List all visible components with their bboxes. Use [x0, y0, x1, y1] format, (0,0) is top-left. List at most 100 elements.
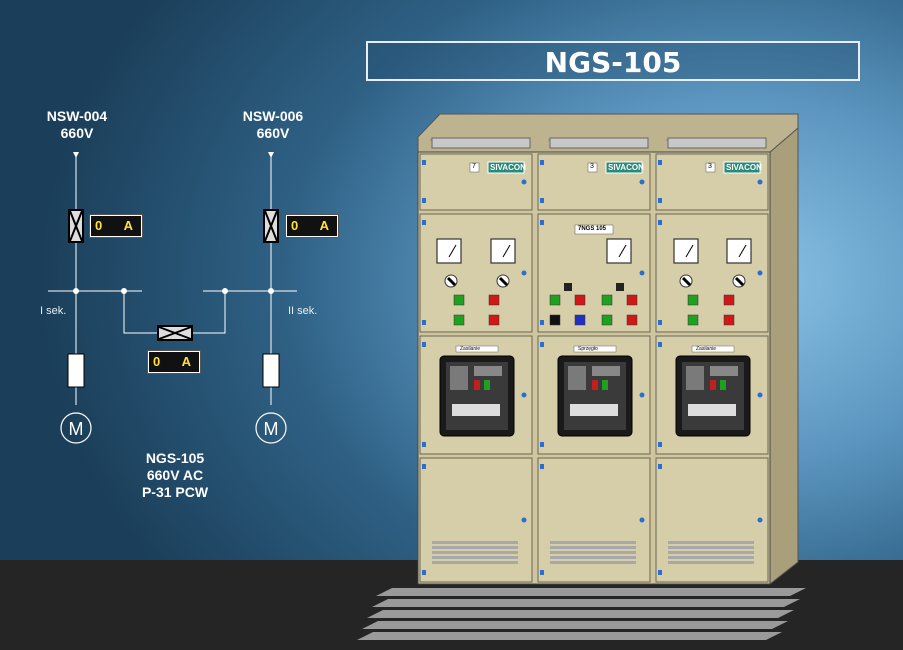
hinge-marker	[422, 570, 426, 575]
indicator-lamp-icon	[549, 314, 561, 326]
breaker-display	[592, 366, 620, 376]
meter-needle	[685, 244, 694, 258]
vent-slot	[432, 556, 518, 559]
door-lock-icon[interactable]	[639, 179, 645, 185]
hinge-marker	[658, 198, 662, 203]
coupler-current-meter: 0 A	[147, 350, 201, 374]
feeder2-voltage: 660V	[256, 125, 290, 141]
analog-meter-icon	[606, 238, 632, 264]
indicator-lamp-icon	[574, 314, 586, 326]
hinge-marker	[540, 198, 544, 203]
breaker-on-button[interactable]	[602, 380, 608, 390]
vent-slot	[668, 551, 754, 554]
coupler-breaker-icon[interactable]	[157, 325, 193, 341]
motor2-label: M	[264, 419, 279, 439]
vent-slot	[432, 541, 518, 544]
feeder1-breaker-icon[interactable]	[68, 209, 84, 243]
indicator-lamp-icon	[488, 294, 500, 306]
breaker-handle[interactable]	[688, 404, 736, 416]
feeder2-label: NSW-006 660V	[230, 108, 316, 142]
center-name-plate	[574, 224, 614, 235]
hinge-marker	[540, 160, 544, 165]
meter-needle	[448, 244, 457, 258]
hinge-marker	[422, 320, 426, 325]
column-number: 7	[472, 163, 476, 170]
cabinet-door-panel[interactable]	[537, 213, 651, 333]
board-info-line1: NGS-105	[145, 450, 205, 466]
board-info-line3: P-31 PCW	[141, 484, 209, 500]
feeder1-label: NSW-004 660V	[34, 108, 120, 142]
switch-handle	[498, 276, 509, 287]
analog-meter-icon	[673, 238, 699, 264]
door-lock-icon[interactable]	[639, 517, 645, 523]
meter-value: 0	[153, 354, 161, 369]
hinge-marker	[658, 320, 662, 325]
meter-value: 0	[291, 218, 299, 233]
breaker-trip-unit	[450, 366, 468, 390]
door-lock-icon[interactable]	[757, 179, 763, 185]
door-lock-icon[interactable]	[521, 179, 527, 185]
hinge-marker	[540, 342, 544, 347]
pushbutton-icon[interactable]	[564, 283, 572, 291]
door-lock-icon[interactable]	[521, 270, 527, 276]
hinge-marker	[422, 442, 426, 447]
feeder2-breaker-icon[interactable]	[263, 209, 279, 243]
door-lock-icon[interactable]	[521, 392, 527, 398]
breaker-trip-unit	[568, 366, 586, 390]
motor2-icon[interactable]	[255, 412, 287, 444]
indicator-lamp-icon	[488, 314, 500, 326]
pushbutton-icon[interactable]	[616, 283, 624, 291]
breaker-off-button[interactable]	[710, 380, 716, 390]
breaker-display	[710, 366, 738, 376]
analog-meter-icon	[436, 238, 462, 264]
vent-slot	[550, 551, 636, 554]
switch-handle	[734, 276, 745, 287]
door-lock-icon[interactable]	[757, 517, 763, 523]
breaker-label: Sprzęgło	[578, 346, 598, 352]
indicator-lamp-icon	[687, 294, 699, 306]
breaker-on-button[interactable]	[484, 380, 490, 390]
door-lock-icon[interactable]	[757, 392, 763, 398]
breaker-label: Zasilanie	[460, 346, 481, 352]
hinge-marker	[540, 570, 544, 575]
breaker-label-plate	[691, 345, 735, 353]
indicator-lamp-icon	[626, 314, 638, 326]
motor1-icon[interactable]	[60, 412, 92, 444]
door-lock-icon[interactable]	[639, 392, 645, 398]
vent-slot	[550, 546, 636, 549]
indicator-lamp-icon	[626, 294, 638, 306]
breaker-handle[interactable]	[570, 404, 618, 416]
hinge-marker	[540, 220, 544, 225]
feeder1-arrow-icon	[73, 152, 79, 158]
door-lock-icon[interactable]	[521, 517, 527, 523]
feeder2-fuse-icon	[262, 353, 280, 388]
meter-needle	[618, 244, 627, 258]
column-number: 3	[708, 163, 712, 170]
breaker-off-button[interactable]	[592, 380, 598, 390]
switch-handle	[681, 276, 692, 287]
hinge-marker	[422, 342, 426, 347]
breaker-label-plate	[573, 345, 617, 353]
feeder1-name: NSW-004	[46, 108, 108, 124]
breaker-display	[474, 366, 502, 376]
brand-plate	[605, 161, 643, 174]
analog-meter-icon	[490, 238, 516, 264]
breaker-off-button[interactable]	[474, 380, 480, 390]
hinge-marker	[422, 464, 426, 469]
brand-plate	[487, 161, 525, 174]
breaker-handle[interactable]	[452, 404, 500, 416]
door-lock-icon[interactable]	[757, 270, 763, 276]
floor-grating	[357, 588, 806, 640]
indicator-lamp-icon	[453, 294, 465, 306]
feeder2-name: NSW-006	[242, 108, 304, 124]
vent-slot	[550, 541, 636, 544]
cabinet-door-panel[interactable]	[419, 213, 533, 333]
cabinet-door-panel[interactable]	[655, 213, 769, 333]
column-number: 3	[590, 163, 594, 170]
breaker-label: Zasilanie	[696, 346, 717, 352]
door-lock-icon[interactable]	[639, 270, 645, 276]
feeder2-arrow-icon	[268, 152, 274, 158]
breaker-on-button[interactable]	[720, 380, 726, 390]
